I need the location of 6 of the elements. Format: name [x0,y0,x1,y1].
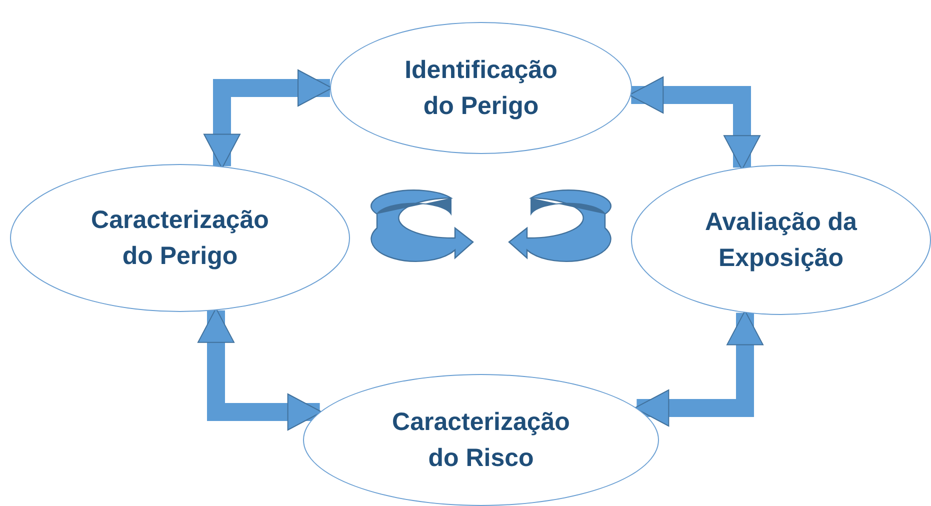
bent-double-arrow [634,310,764,426]
node-label: Identificação do Perigo [404,54,558,122]
bent-double-arrow [628,76,760,170]
node-label: Caracterização do Risco [391,406,571,474]
node-label: Avaliação da Exposição [704,206,858,274]
node-label: Caracterização do Perigo [90,204,270,272]
